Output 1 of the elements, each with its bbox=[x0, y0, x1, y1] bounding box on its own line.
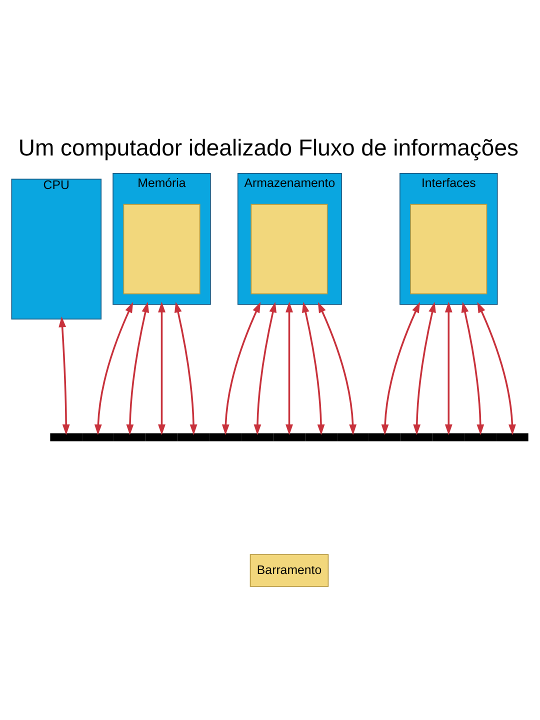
diagram-title: Um computador idealizado Fluxo de informações bbox=[18, 134, 519, 160]
